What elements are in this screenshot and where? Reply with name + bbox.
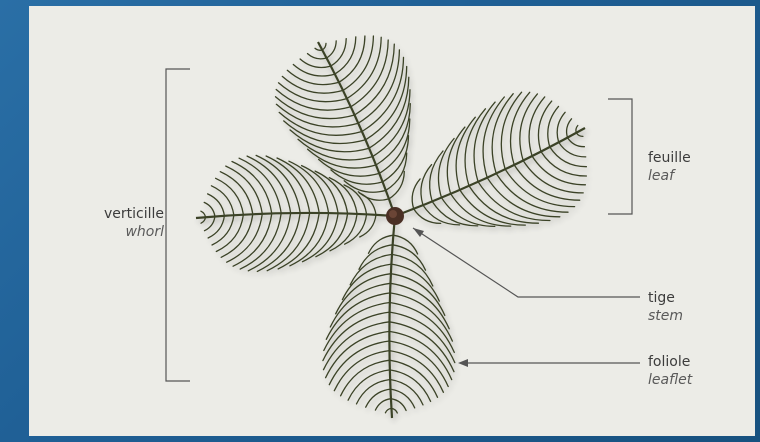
stem-label: tige stem	[648, 290, 683, 325]
leaflet-label: foliole leaflet	[648, 354, 692, 389]
leaf-bottom	[323, 216, 455, 418]
stem-callout	[413, 228, 640, 297]
leaf-left	[196, 155, 395, 271]
whorl-label: verticille whorl	[54, 206, 164, 241]
leaf-right	[395, 92, 586, 226]
leaf-top	[276, 36, 411, 216]
leaf-bracket	[608, 99, 632, 214]
stem-label-fr: tige	[648, 290, 683, 308]
whorl-bracket	[166, 69, 190, 381]
leaf-label-fr: feuille	[648, 150, 691, 168]
stem-label-en: stem	[648, 308, 683, 326]
leaflet-label-en: leaflet	[648, 372, 692, 390]
whorl-label-en: whorl	[54, 224, 164, 242]
leaf-label-en: leaf	[648, 168, 691, 186]
whorl-label-fr: verticille	[54, 206, 164, 224]
leaflet-label-fr: foliole	[648, 354, 692, 372]
leaf-label: feuille leaf	[648, 150, 691, 185]
leaflet-callout	[458, 359, 640, 367]
whorl-leaves	[196, 36, 586, 418]
